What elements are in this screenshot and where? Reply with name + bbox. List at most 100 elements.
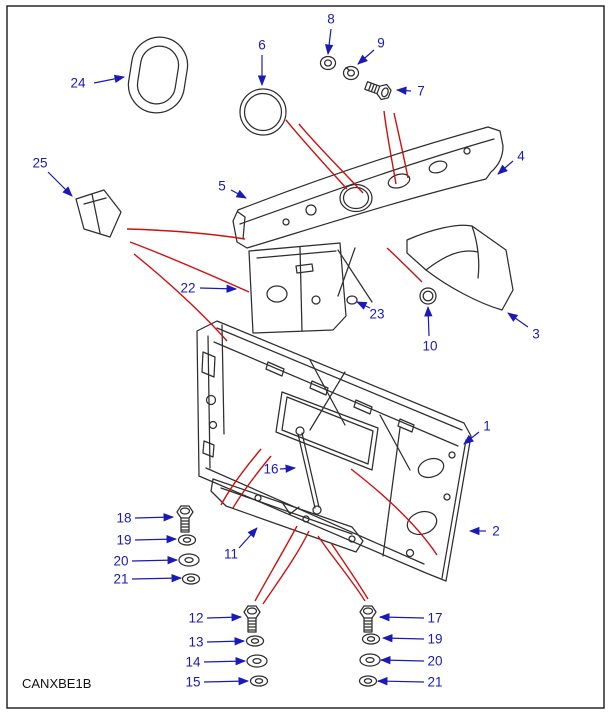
- spring-washer-part9: [342, 65, 360, 81]
- washer-part20-left: [178, 553, 200, 567]
- part-callout-25: 25: [32, 156, 73, 197]
- splash-panel-part11: [210, 478, 364, 553]
- part-callout-19-right: 19: [381, 632, 443, 647]
- part-callout-11: 11: [224, 527, 258, 562]
- stay-rod-part16: [295, 426, 322, 515]
- callout-arrow-11: [238, 527, 258, 549]
- part-callout-20-left: 20: [113, 554, 179, 569]
- grommet-part10: [419, 287, 437, 305]
- part-callout-23: 23: [356, 301, 385, 322]
- callout-arrow-10: [424, 305, 433, 337]
- nut-part15: [249, 675, 269, 687]
- part-callout-10: 10: [422, 305, 438, 354]
- main-panel-part1-2: [196, 320, 472, 582]
- callout-number-19-right: 19: [427, 632, 442, 647]
- callout-number-16: 16: [263, 462, 278, 477]
- red-leader-lines: [126, 110, 438, 605]
- callout-number-22: 22: [180, 281, 195, 296]
- callout-arrow-8: [324, 28, 334, 56]
- callout-arrow-12: [206, 613, 243, 622]
- callout-arrow-19-right: [381, 634, 425, 643]
- bolt-part17: [359, 605, 377, 633]
- oring-part6: [239, 88, 287, 136]
- washer-part19-right: [361, 633, 381, 645]
- callout-arrow-20-left: [131, 556, 179, 565]
- bracket-part25: [75, 189, 122, 238]
- part-callout-2: 2: [468, 524, 500, 539]
- callout-layer: 24 6 8 9 7 4 25 5 22 23 10 3 1 16 2 18 19 20 21 11 12 13 14 15 1…: [32, 12, 539, 690]
- callout-number-11: 11: [224, 547, 238, 562]
- washer-part20-right: [359, 653, 381, 667]
- callout-arrow-21-left: [131, 573, 183, 583]
- callout-arrow-4: [497, 160, 514, 175]
- callout-arrow-14: [203, 657, 247, 666]
- part-callout-14: 14: [185, 655, 247, 670]
- callout-number-12: 12: [188, 611, 203, 626]
- callout-number-2: 2: [492, 524, 500, 539]
- part-callout-12: 12: [188, 611, 243, 626]
- part-callout-8: 8: [324, 12, 335, 56]
- bolt-part7: [364, 81, 392, 101]
- callout-number-3: 3: [532, 327, 540, 342]
- callout-number-4: 4: [517, 149, 525, 164]
- part-callout-4: 4: [497, 149, 525, 175]
- part-callout-7: 7: [395, 84, 425, 99]
- diagram-line-art: [75, 36, 514, 687]
- callout-arrow-15: [203, 677, 250, 686]
- center-panel-part22: [248, 242, 373, 334]
- callout-number-20-right: 20: [427, 654, 442, 669]
- callout-arrow-20-right: [379, 656, 425, 665]
- callout-arrow-9: [357, 49, 375, 65]
- callout-number-19-left: 19: [116, 533, 131, 548]
- side-panel-part3: [406, 224, 514, 311]
- callout-arrow-7: [395, 86, 412, 95]
- part-callout-1: 1: [463, 419, 491, 445]
- washer-part19-left: [177, 534, 197, 546]
- part-callout-21-left: 21: [113, 572, 183, 587]
- part-callout-18: 18: [116, 511, 175, 526]
- callout-number-6: 6: [258, 38, 266, 53]
- part-callout-6: 6: [257, 38, 267, 87]
- callout-arrow-22: [199, 284, 238, 293]
- washer-part13: [245, 635, 265, 647]
- callout-number-10: 10: [422, 339, 437, 354]
- washer-part8: [319, 55, 337, 71]
- callout-arrow-16: [279, 464, 297, 473]
- bolt-part12: [243, 605, 261, 633]
- callout-number-8: 8: [327, 12, 335, 27]
- part-callout-13: 13: [188, 635, 246, 650]
- callout-arrow-24: [93, 74, 126, 84]
- part-callout-3: 3: [507, 312, 540, 342]
- top-rail-panel-part5-4: [232, 126, 504, 249]
- nut-part21-right: [358, 675, 378, 687]
- part-callout-16: 16: [263, 462, 297, 477]
- callout-arrow-21-right: [376, 677, 425, 686]
- part-callout-17: 17: [378, 611, 443, 626]
- callout-number-14: 14: [185, 655, 201, 670]
- grommet-part24: [127, 36, 189, 114]
- nut-part21-left: [181, 573, 201, 585]
- callout-number-7: 7: [417, 84, 425, 99]
- part-callout-15: 15: [185, 675, 250, 690]
- callout-number-15: 15: [185, 675, 200, 690]
- part-callout-24: 24: [70, 74, 126, 91]
- part-callout-20-right: 20: [379, 654, 443, 669]
- callout-number-21-left: 21: [113, 572, 128, 587]
- callout-number-9: 9: [377, 36, 385, 51]
- callout-arrow-13: [206, 637, 246, 646]
- part-callout-22: 22: [180, 281, 238, 296]
- callout-number-24: 24: [70, 76, 86, 91]
- callout-arrow-19-left: [134, 535, 178, 544]
- part-callout-5: 5: [218, 179, 247, 199]
- hole-part23: [346, 295, 358, 305]
- callout-number-20-left: 20: [113, 554, 128, 569]
- callout-arrow-3: [507, 312, 529, 328]
- part-callout-19-left: 19: [116, 533, 178, 548]
- callout-arrow-25: [47, 171, 73, 197]
- washer-part14: [246, 654, 268, 668]
- bolt-part18: [176, 505, 194, 533]
- figure-border: [6, 5, 605, 709]
- callout-number-13: 13: [188, 635, 203, 650]
